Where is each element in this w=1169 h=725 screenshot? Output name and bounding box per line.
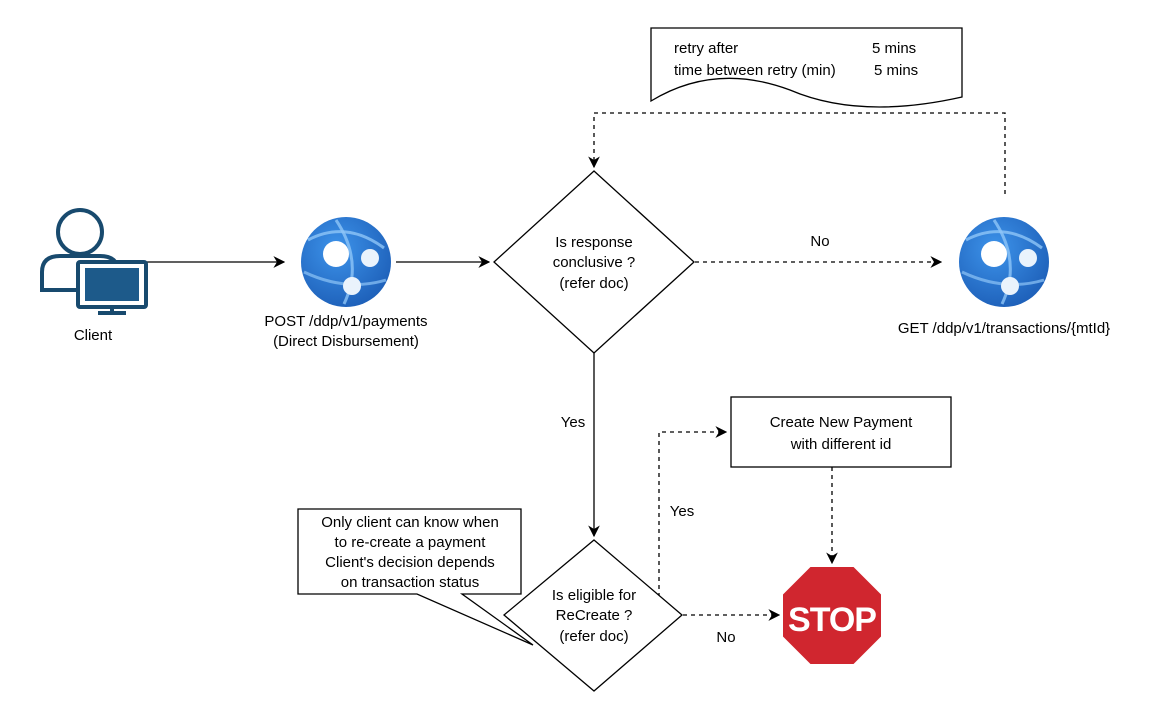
client-node: Client	[40, 208, 148, 344]
decision-conclusive-line3: (refer doc)	[559, 275, 628, 292]
decision-conclusive-line2: conclusive ?	[553, 254, 636, 271]
client-callout: Only client can know when to re-create a…	[297, 508, 534, 646]
new-payment-box: Create New Payment with different id	[730, 396, 952, 468]
edge-label-yes-recreate: Yes	[670, 503, 694, 520]
edge-label-no-stop: No	[716, 629, 735, 646]
retry-note-row2-value: 5 mins	[874, 62, 918, 79]
decision-conclusive: Is response conclusive ? (refer doc)	[493, 170, 695, 354]
get-endpoint-node: GET /ddp/v1/transactions/{mtId}	[898, 216, 1110, 337]
post-endpoint-node: POST /ddp/v1/payments (Direct Disburseme…	[264, 216, 428, 350]
decision-recreate-line1: Is eligible for	[552, 587, 636, 604]
edge-recreate-yes-to-new-payment	[658, 426, 728, 597]
retry-note-row1-value: 5 mins	[872, 40, 916, 57]
decision-recreate-line3: (refer doc)	[559, 628, 628, 645]
decision-recreate: Is eligible for ReCreate ? (refer doc)	[502, 539, 683, 692]
stop-sign-icon: STOP	[781, 565, 883, 666]
client-callout-line4: on transaction status	[341, 574, 479, 591]
get-endpoint-label: GET /ddp/v1/transactions/{mtId}	[898, 320, 1110, 337]
retry-note-row2-label: time between retry (min)	[674, 62, 836, 79]
edge-label-yes-down: Yes	[561, 414, 585, 431]
post-endpoint-line1: POST /ddp/v1/payments	[264, 313, 427, 330]
web-app-icon	[958, 216, 1050, 308]
client-callout-line1: Only client can know when	[321, 514, 499, 531]
new-payment-line1: Create New Payment	[770, 414, 913, 431]
decision-recreate-line2: ReCreate ?	[556, 607, 633, 624]
edge-get-retry-loop	[588, 112, 1006, 194]
client-label: Client	[74, 327, 113, 344]
web-app-icon	[300, 216, 392, 308]
client-callout-line3: Client's decision depends	[325, 554, 495, 571]
post-endpoint-line2: (Direct Disbursement)	[273, 333, 419, 350]
client-callout-line2: to re-create a payment	[335, 534, 487, 551]
retry-note: retry after 5 mins time between retry (m…	[650, 27, 963, 108]
new-payment-line2: with different id	[790, 436, 892, 453]
monitor-icon	[76, 260, 148, 315]
stop-sign-label: STOP	[788, 601, 876, 639]
retry-note-row1-label: retry after	[674, 40, 738, 57]
decision-conclusive-line1: Is response	[555, 234, 633, 251]
edge-label-no-top: No	[810, 233, 829, 250]
